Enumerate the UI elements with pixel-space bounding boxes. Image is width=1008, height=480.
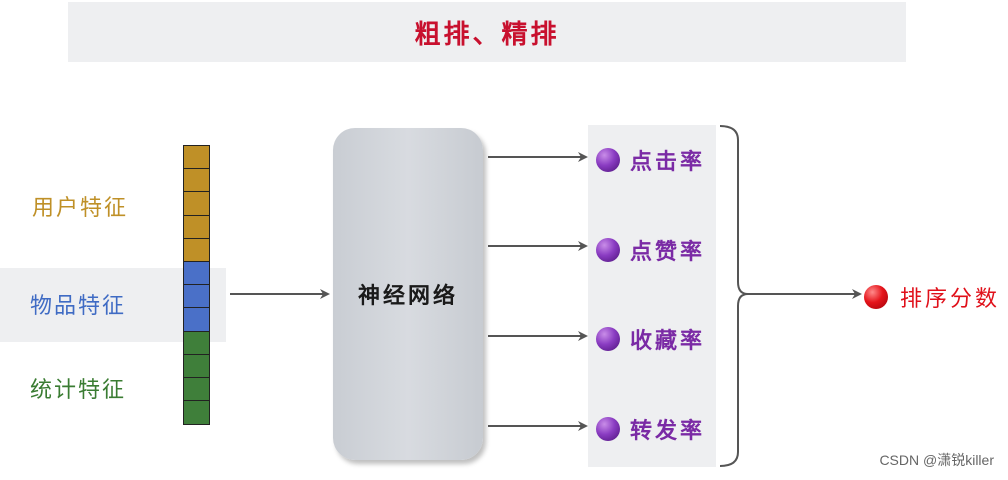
output-like-rate: 点赞率 [596, 234, 705, 266]
outputs-panel [588, 125, 716, 467]
output-label: 转发率 [630, 418, 706, 444]
output-share-rate: 转发率 [596, 413, 705, 445]
title-banner: 粗排、精排 [68, 2, 906, 62]
user-feature-cell [184, 169, 209, 193]
stat-feature-cell [184, 401, 209, 425]
purple-dot-icon [596, 238, 620, 262]
user-feature-cell [184, 215, 209, 239]
stat-feature-label: 统计特征 [30, 378, 127, 403]
purple-dot-icon [596, 417, 620, 441]
purple-dot-icon [596, 148, 620, 172]
purple-dot-icon [596, 327, 620, 351]
user-feature-cell [184, 146, 209, 170]
stat-feature-cell [184, 354, 209, 378]
output-collect-rate: 收藏率 [596, 323, 705, 355]
output-label: 点击率 [630, 149, 706, 175]
red-dot-icon [864, 285, 888, 309]
neural-network-label: 神经网络 [357, 283, 458, 309]
diagram-title: 粗排、精排 [414, 19, 560, 50]
feature-vector [183, 145, 210, 426]
right-brace [719, 125, 749, 467]
output-label: 点赞率 [630, 239, 706, 265]
output-click-rate: 点击率 [596, 144, 705, 176]
output-label: 收藏率 [630, 328, 706, 354]
watermark: CSDN @潇锐killer [879, 452, 994, 468]
item-feature-cell [184, 308, 209, 332]
item-feature-label: 物品特征 [30, 294, 127, 319]
stat-feature-cell [184, 377, 209, 402]
item-feature-cell [184, 261, 209, 286]
final-score: 排序分数 [864, 281, 1000, 313]
item-feature-cell [184, 285, 209, 309]
user-feature-label: 用户特征 [32, 196, 129, 221]
user-feature-cell [184, 238, 209, 262]
stat-feature-cell [184, 331, 209, 355]
neural-network-box: 神经网络 [333, 128, 483, 460]
final-score-label: 排序分数 [900, 287, 1001, 312]
user-feature-cell [184, 192, 209, 216]
